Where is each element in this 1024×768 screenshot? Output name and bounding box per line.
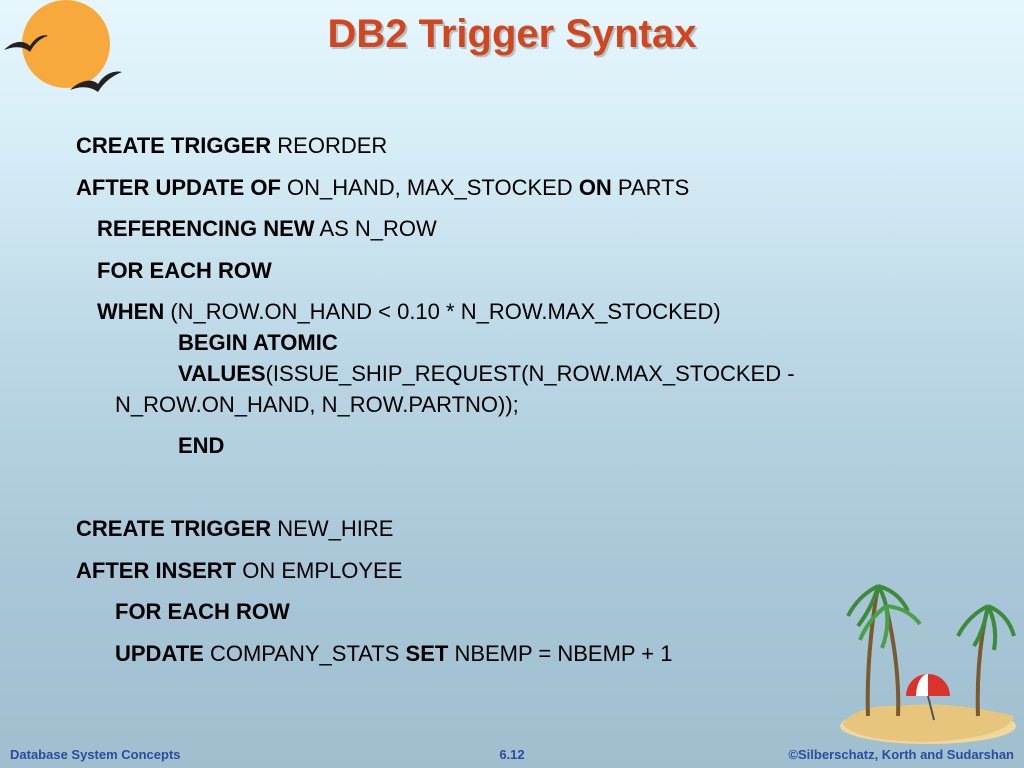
- code-line: BEGIN ATOMIC: [178, 330, 338, 355]
- sun-icon: [22, 0, 110, 88]
- code-line: FOR EACH ROW: [97, 258, 272, 283]
- code-line: VALUES(ISSUE_SHIP_REQUEST(N_ROW.MAX_STOC…: [178, 361, 795, 386]
- code-line: WHEN (N_ROW.ON_HAND < 0.10 * N_ROW.MAX_S…: [97, 299, 721, 324]
- code-line: REFERENCING NEW AS N_ROW: [97, 216, 437, 241]
- birds-icon: [4, 35, 122, 92]
- code-line: END: [178, 433, 225, 458]
- code-line: CREATE TRIGGER REORDER: [76, 133, 388, 158]
- code-line: CREATE TRIGGER NEW_HIRE: [76, 516, 394, 541]
- footer-copyright: ©Silberschatz, Korth and Sudarshan: [788, 747, 1014, 762]
- code-line: UPDATE COMPANY_STATS SET NBEMP = NBEMP +…: [115, 641, 673, 666]
- code-line: FOR EACH ROW: [115, 599, 290, 624]
- footer-course-title: Database System Concepts: [10, 747, 181, 762]
- palm-island-icon: [840, 584, 1016, 744]
- footer-slide-number: 6.12: [499, 747, 525, 762]
- code-line: AFTER INSERT ON EMPLOYEE: [76, 558, 403, 583]
- code-line: N_ROW.ON_HAND, N_ROW.PARTNO));: [115, 392, 519, 417]
- page-title: DB2 Trigger Syntax: [327, 12, 697, 56]
- code-line: AFTER UPDATE OF ON_HAND, MAX_STOCKED ON …: [76, 175, 690, 200]
